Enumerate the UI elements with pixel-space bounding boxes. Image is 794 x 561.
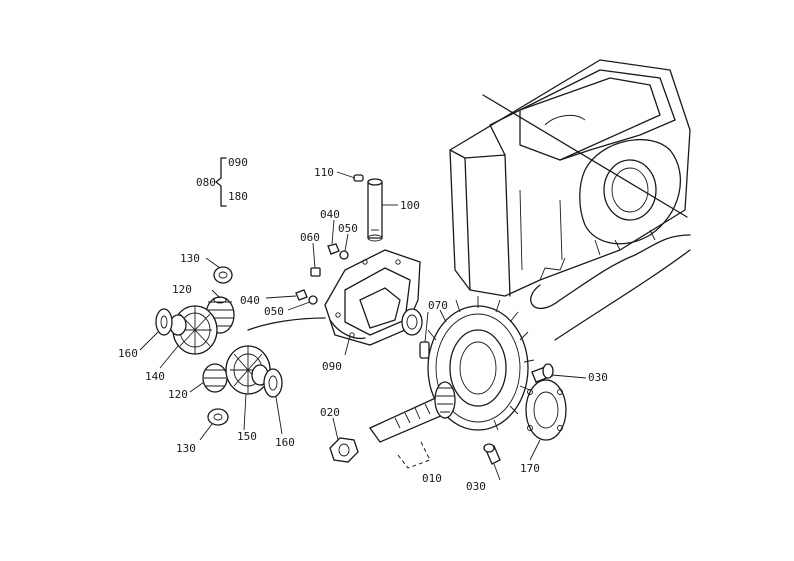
label-140: 140 (145, 370, 165, 383)
label-040-top: 040 (320, 208, 340, 221)
pinion-gear-120-bottom (202, 363, 228, 393)
label-130-top: 130 (180, 252, 200, 265)
label-160-left: 160 (118, 347, 138, 360)
nut-020 (329, 437, 359, 463)
nut-040-left (295, 289, 308, 301)
label-060: 060 (300, 231, 320, 244)
bolt-060 (310, 267, 321, 277)
label-100: 100 (400, 199, 420, 212)
shaft-100 (367, 178, 383, 242)
label-130-bottom: 130 (176, 442, 196, 455)
differential-case-090 (324, 249, 423, 346)
bolt-030-bottom (483, 443, 501, 465)
washer-130-bottom (207, 408, 229, 426)
label-070: 070 (428, 299, 448, 312)
transmission-case (449, 59, 691, 341)
label-080: 080 (196, 176, 216, 189)
label-150: 150 (237, 430, 257, 443)
nut-040-top (327, 243, 340, 255)
label-050-left: 050 (264, 305, 284, 318)
pin-070 (419, 341, 430, 359)
label-090-bracket: 090 (228, 156, 248, 169)
label-120-top: 120 (172, 283, 192, 296)
label-020: 020 (320, 406, 340, 419)
label-040-left: 040 (240, 294, 260, 307)
leader-lines (139, 171, 587, 481)
label-050-top: 050 (338, 222, 358, 235)
label-110: 110 (314, 166, 334, 179)
label-090: 090 (322, 360, 342, 373)
pin-110 (353, 174, 364, 182)
label-120-bottom: 120 (168, 388, 188, 401)
washer-050-top (339, 250, 349, 260)
label-160-right: 160 (275, 436, 295, 449)
side-gear-140 (169, 305, 218, 355)
label-180: 180 (228, 190, 248, 203)
washer-130-top (213, 266, 233, 284)
label-030-right: 030 (588, 371, 608, 384)
bevel-pinion-shaft-010 (369, 381, 456, 469)
label-010: 010 (422, 472, 442, 485)
side-gear-150 (225, 345, 271, 395)
part-labels: 080 090 180 110 100 040 050 060 130 120 … (118, 156, 608, 493)
washer-050-left (308, 295, 318, 305)
label-170: 170 (520, 462, 540, 475)
bracket-080 (215, 157, 227, 207)
bolt-030-right (531, 363, 554, 383)
thrust-washer-160-right (263, 368, 283, 398)
bearing-holder-170 (525, 379, 567, 441)
thrust-washer-160-left (155, 308, 173, 336)
label-030-bottom: 030 (466, 480, 486, 493)
